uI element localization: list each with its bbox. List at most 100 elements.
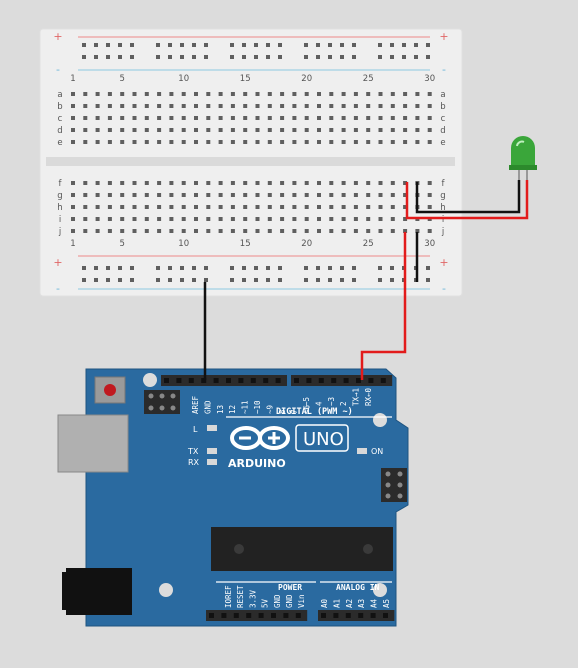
breadboard-hole[interactable]: [267, 229, 272, 233]
breadboard-hole[interactable]: [71, 229, 75, 233]
breadboard-hole[interactable]: [255, 104, 260, 108]
breadboard-hole[interactable]: [427, 140, 432, 144]
breadboard-hole[interactable]: [317, 128, 321, 132]
breadboard-hole[interactable]: [144, 92, 149, 96]
breadboard-hole[interactable]: [180, 266, 184, 270]
breadboard-hole[interactable]: [353, 128, 358, 132]
breadboard-hole[interactable]: [316, 266, 320, 270]
breadboard-hole[interactable]: [106, 266, 110, 270]
breadboard-hole[interactable]: [255, 128, 260, 132]
breadboard-hole[interactable]: [132, 217, 137, 221]
breadboard-hole[interactable]: [144, 116, 149, 120]
breadboard-hole[interactable]: [230, 55, 234, 59]
breadboard-hole[interactable]: [194, 229, 198, 233]
breadboard-hole[interactable]: [329, 217, 334, 221]
breadboard-hole[interactable]: [82, 43, 86, 47]
breadboard-hole[interactable]: [206, 217, 211, 221]
breadboard-hole[interactable]: [181, 229, 186, 233]
breadboard-hole[interactable]: [144, 181, 149, 185]
analog-header[interactable]: [318, 610, 395, 621]
breadboard-hole[interactable]: [266, 278, 270, 282]
breadboard-hole[interactable]: [83, 229, 88, 233]
breadboard-hole[interactable]: [316, 55, 320, 59]
breadboard-hole[interactable]: [304, 116, 309, 120]
breadboard-hole[interactable]: [292, 140, 297, 144]
breadboard-hole[interactable]: [378, 104, 383, 108]
breadboard-hole[interactable]: [107, 92, 112, 96]
breadboard-hole[interactable]: [353, 229, 358, 233]
header-pin[interactable]: [295, 613, 301, 618]
breadboard-hole[interactable]: [181, 128, 186, 132]
breadboard-hole[interactable]: [267, 140, 272, 144]
breadboard-hole[interactable]: [316, 278, 320, 282]
breadboard-hole[interactable]: [304, 128, 309, 132]
breadboard-hole[interactable]: [390, 205, 395, 209]
breadboard-hole[interactable]: [255, 116, 260, 120]
breadboard-hole[interactable]: [242, 278, 246, 282]
breadboard-hole[interactable]: [83, 128, 88, 132]
breadboard-hole[interactable]: [402, 55, 406, 59]
breadboard-hole[interactable]: [378, 266, 382, 270]
green-led[interactable]: [509, 136, 537, 218]
breadboard-hole[interactable]: [341, 193, 346, 197]
breadboard-hole[interactable]: [390, 217, 395, 221]
breadboard-hole[interactable]: [194, 104, 198, 108]
breadboard-hole[interactable]: [71, 92, 75, 96]
header-pin[interactable]: [188, 378, 194, 383]
breadboard-hole[interactable]: [304, 140, 309, 144]
breadboard-hole[interactable]: [267, 217, 272, 221]
breadboard-hole[interactable]: [206, 92, 211, 96]
breadboard-hole[interactable]: [118, 278, 122, 282]
breadboard-hole[interactable]: [280, 128, 285, 132]
breadboard-hole[interactable]: [304, 92, 309, 96]
breadboard-hole[interactable]: [366, 181, 371, 185]
breadboard-hole[interactable]: [366, 92, 371, 96]
breadboard-hole[interactable]: [278, 278, 282, 282]
breadboard-hole[interactable]: [180, 278, 184, 282]
header-pin[interactable]: [201, 378, 207, 383]
breadboard-hole[interactable]: [230, 266, 234, 270]
breadboard-hole[interactable]: [94, 55, 98, 59]
breadboard-hole[interactable]: [144, 217, 149, 221]
breadboard-hole[interactable]: [280, 181, 285, 185]
breadboard-hole[interactable]: [218, 104, 223, 108]
breadboard-hole[interactable]: [243, 193, 248, 197]
breadboard-hole[interactable]: [118, 55, 122, 59]
power-header[interactable]: [206, 610, 308, 621]
breadboard-hole[interactable]: [192, 266, 196, 270]
breadboard-hole[interactable]: [329, 140, 334, 144]
breadboard-hole[interactable]: [304, 43, 308, 47]
breadboard-hole[interactable]: [415, 140, 420, 144]
header-pin[interactable]: [263, 378, 269, 383]
breadboard-hole[interactable]: [130, 266, 134, 270]
breadboard-hole[interactable]: [378, 229, 383, 233]
header-pin[interactable]: [333, 613, 339, 618]
header-pin[interactable]: [258, 613, 264, 618]
breadboard-hole[interactable]: [94, 43, 98, 47]
breadboard-hole[interactable]: [329, 181, 334, 185]
breadboard-hole[interactable]: [120, 116, 125, 120]
reset-button[interactable]: [94, 376, 126, 404]
breadboard-hole[interactable]: [230, 116, 235, 120]
breadboard-hole[interactable]: [329, 193, 334, 197]
breadboard-hole[interactable]: [169, 181, 174, 185]
breadboard-hole[interactable]: [390, 140, 395, 144]
breadboard-hole[interactable]: [132, 181, 137, 185]
breadboard-hole[interactable]: [390, 116, 395, 120]
breadboard-hole[interactable]: [144, 229, 149, 233]
breadboard-hole[interactable]: [353, 217, 358, 221]
breadboard-hole[interactable]: [317, 104, 321, 108]
breadboard-hole[interactable]: [107, 217, 112, 221]
breadboard-hole[interactable]: [230, 181, 235, 185]
breadboard-hole[interactable]: [95, 181, 100, 185]
breadboard-hole[interactable]: [144, 140, 149, 144]
breadboard-hole[interactable]: [194, 140, 198, 144]
breadboard-hole[interactable]: [243, 104, 248, 108]
breadboard-hole[interactable]: [192, 55, 196, 59]
breadboard-hole[interactable]: [366, 116, 371, 120]
header-pin[interactable]: [358, 613, 364, 618]
breadboard-hole[interactable]: [254, 43, 258, 47]
breadboard-hole[interactable]: [390, 43, 394, 47]
breadboard-hole[interactable]: [255, 140, 260, 144]
header-pin[interactable]: [209, 613, 214, 618]
